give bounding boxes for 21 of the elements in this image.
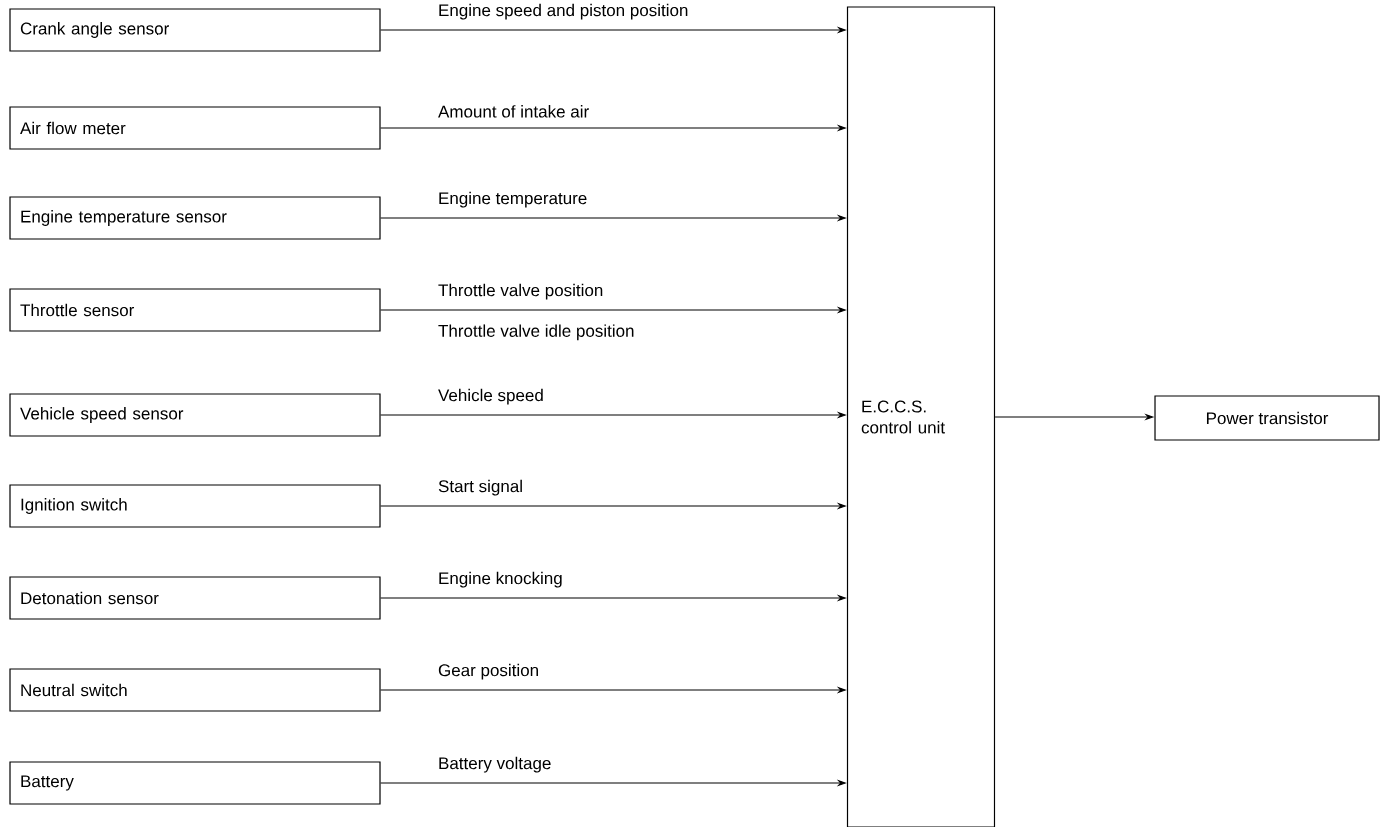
edge-label: Gear position xyxy=(438,663,538,680)
sensor-box: Vehicle speed sensor xyxy=(9,393,381,437)
signal-label: Throttle valve idle position xyxy=(438,324,634,341)
sensor-box: Detonation sensor xyxy=(9,576,381,620)
edge-label: Engine speed and piston position xyxy=(439,3,688,20)
edge-label: Engine knocking xyxy=(439,571,562,588)
sensor-box: Battery xyxy=(9,761,381,805)
edge-label: Throttle valve position xyxy=(438,283,603,300)
control-unit-box: E.C.C.S. control unit xyxy=(846,6,996,827)
sensor-box: Neutral switch xyxy=(9,668,381,712)
sensor-box: Ignition switch xyxy=(9,484,381,528)
edge-label: Amount of intake air xyxy=(438,105,589,118)
edge-label: Start signal xyxy=(438,479,522,496)
output-box: Power transistor xyxy=(1154,395,1380,441)
sensor-box: Crank angle sensor xyxy=(9,8,381,52)
sensor-box: Engine temperature sensor xyxy=(9,196,381,240)
sensor-box: Throttle sensor xyxy=(9,288,381,332)
sensor-box: Air flow meter xyxy=(9,106,381,150)
edge-label: Engine temperature xyxy=(439,191,587,208)
edge-label: Battery voltage xyxy=(439,756,551,773)
edge-label: Vehicle speed xyxy=(438,388,543,405)
